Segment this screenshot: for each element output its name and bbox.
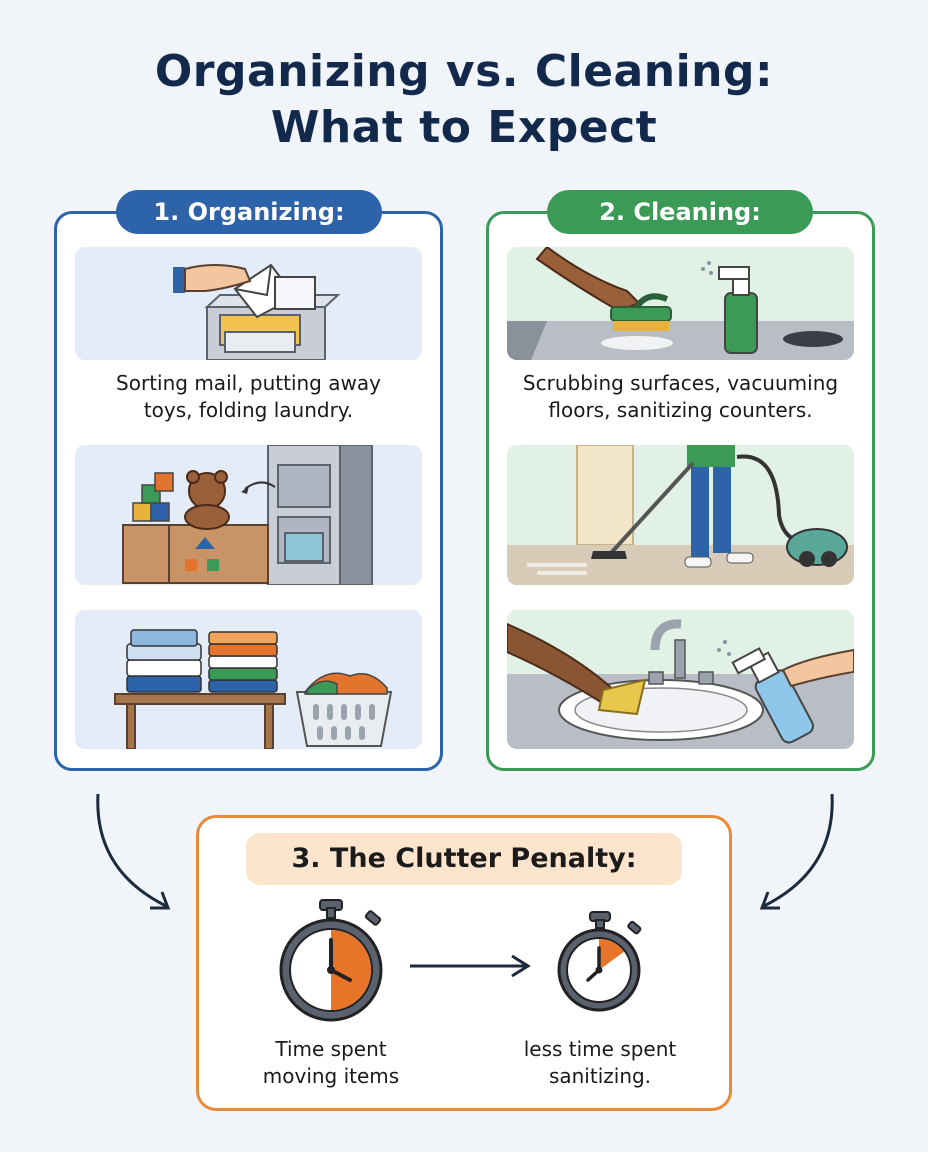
cleaning-label: 2. Cleaning: (547, 190, 813, 234)
vacuuming-illustration (507, 445, 854, 585)
clutter-penalty-label: 3. The Clutter Penalty: (246, 833, 682, 885)
cleaning-caption: Scrubbing surfaces, vacuuming floors, sa… (494, 370, 867, 424)
stopwatch-small-icon (557, 911, 642, 1012)
laundry-folding-illustration (75, 610, 422, 749)
title-line-2: What to Expect (270, 102, 658, 153)
organizing-caption-line-2: toys, folding laundry. (143, 398, 354, 422)
mail-sorting-illustration (75, 247, 422, 360)
right-curved-arrow-icon (759, 793, 834, 910)
time-sanitizing-caption-line-2: sanitizing. (548, 1064, 652, 1088)
time-sanitizing-caption-line-1: less time spent (523, 1037, 677, 1061)
title-line-1: Organizing vs. Cleaning: (154, 46, 774, 97)
organizing-label: 1. Organizing: (116, 190, 382, 234)
sink-sanitizing-illustration (507, 610, 854, 749)
cleaning-caption-line-2: floors, sanitizing counters. (548, 398, 813, 422)
left-curved-arrow-icon (96, 793, 171, 910)
right-arrow-icon (410, 954, 531, 978)
toy-storage-illustration (75, 445, 422, 585)
cleaning-caption-line-1: Scrubbing surfaces, vacuuming (522, 371, 839, 395)
time-moving-caption-line-2: moving items (262, 1064, 400, 1088)
organizing-caption: Sorting mail, putting away toys, folding… (75, 370, 422, 424)
page-title: Organizing vs. Cleaning: What to Expect (0, 44, 928, 156)
scrubbing-illustration (507, 247, 854, 360)
time-moving-caption-line-1: Time spent (275, 1037, 387, 1061)
time-moving-caption: Time spent moving items (236, 1036, 426, 1090)
stopwatch-large-icon (279, 899, 383, 1022)
organizing-caption-line-1: Sorting mail, putting away (116, 371, 381, 395)
time-sanitizing-caption: less time spent sanitizing. (490, 1036, 710, 1090)
